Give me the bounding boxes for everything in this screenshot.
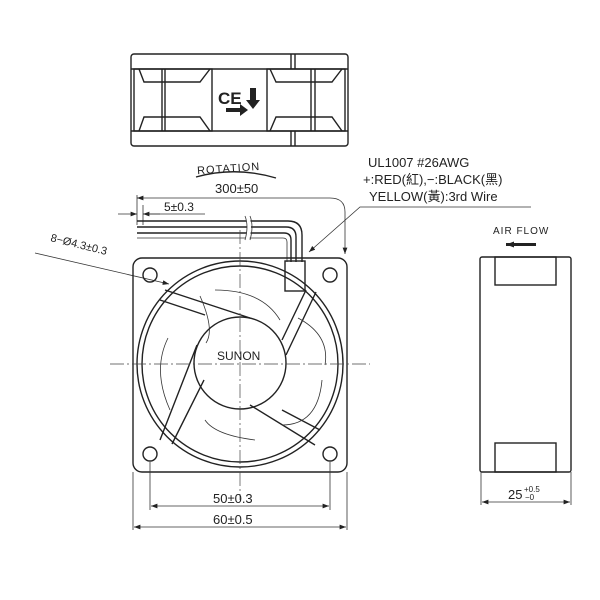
svg-text:+:RED(紅),−:BLACK(黑): +:RED(紅),−:BLACK(黑) — [363, 172, 502, 187]
svg-text:−0: −0 — [525, 493, 535, 502]
top-view: CE — [130, 53, 349, 147]
svg-text:UL1007 #26AWG: UL1007 #26AWG — [368, 155, 469, 170]
rotation-indicator: ROTATION — [195, 161, 277, 179]
lead-length-dimension: 300±50 — [215, 181, 258, 196]
lead-length-line — [137, 197, 348, 254]
wire-spec-note: UL1007 #26AWG +:RED(紅),−:BLACK(黑) YELLOW… — [308, 155, 531, 253]
brand-label: SUNON — [217, 349, 260, 363]
frame-size-dimension: 60±0.5 — [213, 512, 253, 527]
svg-text:AIR FLOW: AIR FLOW — [493, 226, 549, 237]
side-view: AIR FLOW 25 +0.5 −0 — [479, 226, 572, 505]
hole-pitch-dimension: 50±0.3 — [213, 491, 253, 506]
ce-mark-icon: CE — [218, 88, 260, 116]
svg-text:+0.5: +0.5 — [524, 485, 540, 494]
mounting-hole-dimension: 8−Ø4.3±0.3 — [49, 232, 108, 258]
air-flow-arrow-icon — [506, 241, 536, 248]
strip-length-dimension: 5±0.3 — [164, 200, 194, 214]
front-view: SUNON — [110, 230, 370, 500]
svg-text:YELLOW(黃):3rd Wire: YELLOW(黃):3rd Wire — [369, 189, 498, 204]
thickness-dimension: 25 — [508, 487, 522, 502]
svg-text:CE: CE — [218, 89, 242, 108]
mounting-hole-icon — [142, 267, 338, 462]
lead-wires — [137, 215, 303, 262]
